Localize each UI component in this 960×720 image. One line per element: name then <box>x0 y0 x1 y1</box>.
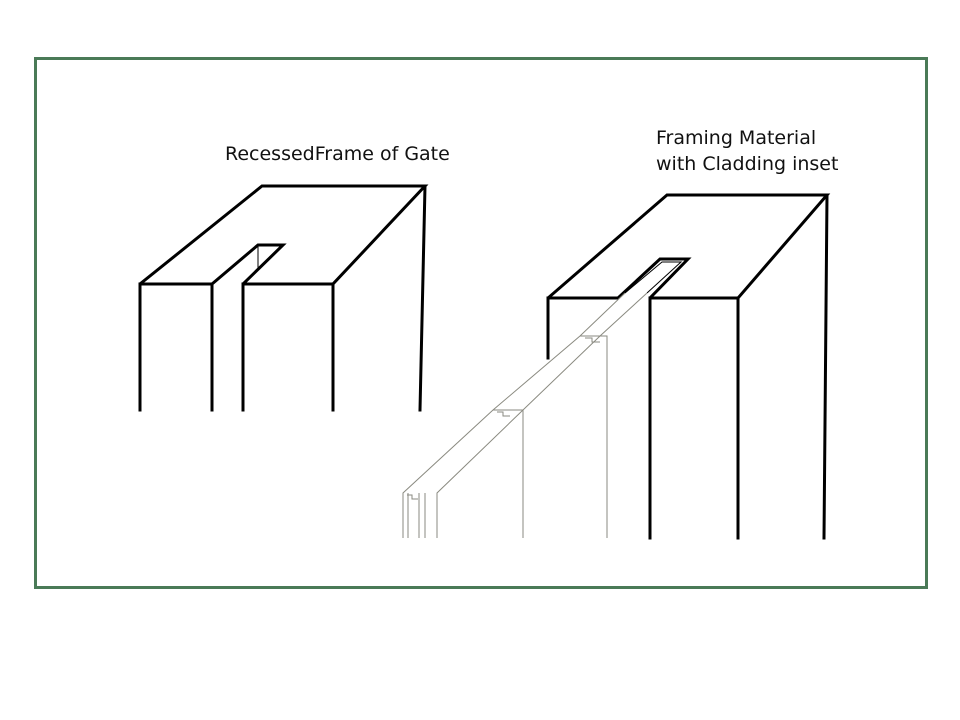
framing-material-label-line1: Framing Material <box>656 127 817 149</box>
framing-material-label: Framing Material with Cladding inset <box>656 125 838 177</box>
framing-material-outline <box>546 193 831 540</box>
recessed-frame-drawing <box>138 184 429 412</box>
cladding-inset-outline <box>624 261 683 294</box>
framing-material-label-line2: with Cladding inset <box>656 153 839 175</box>
cladding-panel-drawing <box>402 292 648 538</box>
recessed-frame-outline <box>138 184 429 412</box>
slide-frame <box>34 57 928 589</box>
framing-material-drawing <box>546 193 831 540</box>
recessed-frame-label: RecessedFrame of Gate <box>225 143 450 165</box>
cladding-panel-lines <box>402 292 648 538</box>
